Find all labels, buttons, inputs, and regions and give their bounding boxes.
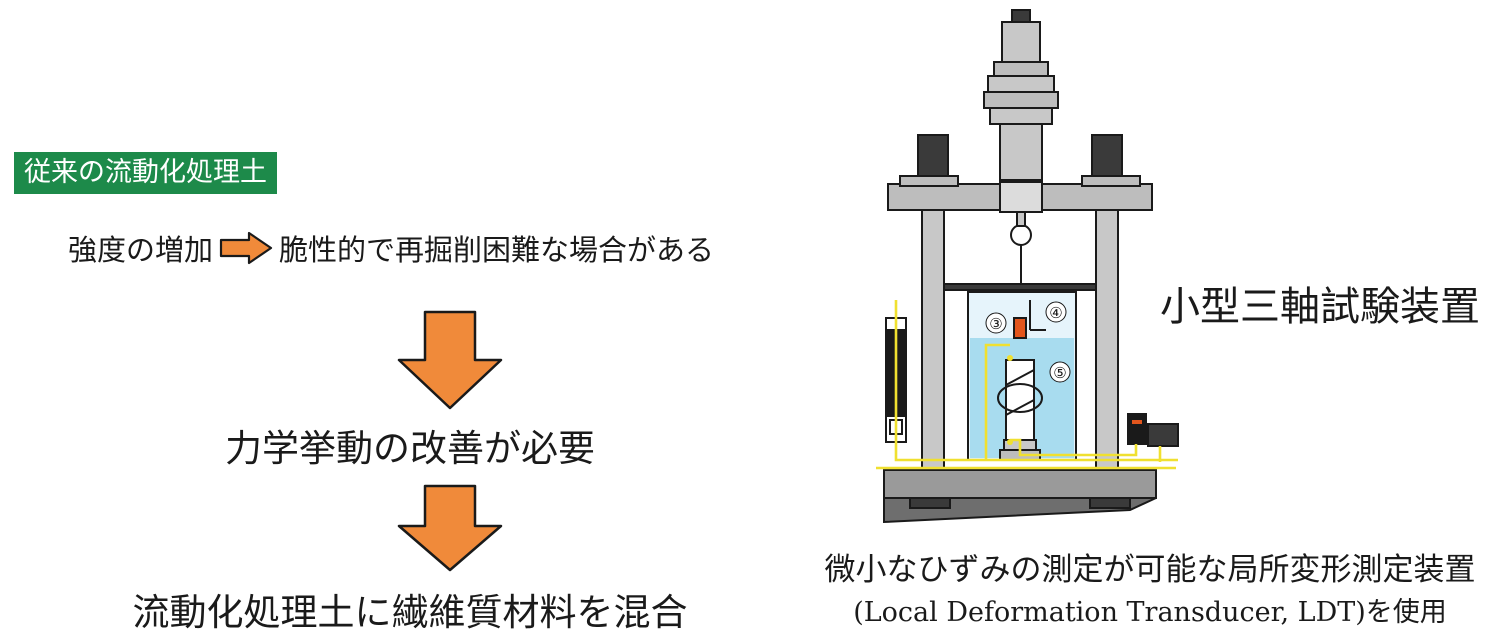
apparatus-label: 小型三軸試験装置	[1160, 284, 1480, 330]
problem-statement: 強度の増加 脆性的で再掘削困難な場合がある	[68, 228, 714, 268]
problem-effect: 脆性的で再掘削困難な場合がある	[279, 233, 715, 267]
conventional-badge: 従来の流動化処理土	[14, 152, 277, 194]
result-statement: 力学挙動の改善が必要	[225, 427, 595, 470]
down-arrow-icon	[397, 484, 503, 572]
caption-line-1: 微小なひずみの測定が可能な局所変形測定装置	[824, 552, 1476, 588]
displacement-sensor	[1013, 317, 1027, 339]
marker-3: ③	[989, 315, 1002, 333]
wiring	[876, 300, 1178, 470]
right-arrow-icon	[219, 231, 273, 265]
down-arrow-icon	[397, 310, 503, 410]
right-column	[1095, 199, 1119, 471]
triaxial-apparatus-illustration: ③ ④ ⑤	[876, 9, 1179, 524]
caption-line-2: (Local Deformation Transducer, LDT)を使用	[853, 597, 1447, 628]
base-shadow	[883, 497, 1157, 524]
left-column	[921, 199, 945, 471]
marker-4: ④	[1049, 304, 1062, 322]
base-plate	[883, 469, 1157, 499]
problem-cause: 強度の増加	[68, 233, 214, 267]
sensor-markers	[985, 301, 1071, 383]
marker-5: ⑤	[1053, 364, 1066, 382]
solution-statement: 流動化処理土に繊維質材料を混合	[132, 591, 688, 634]
